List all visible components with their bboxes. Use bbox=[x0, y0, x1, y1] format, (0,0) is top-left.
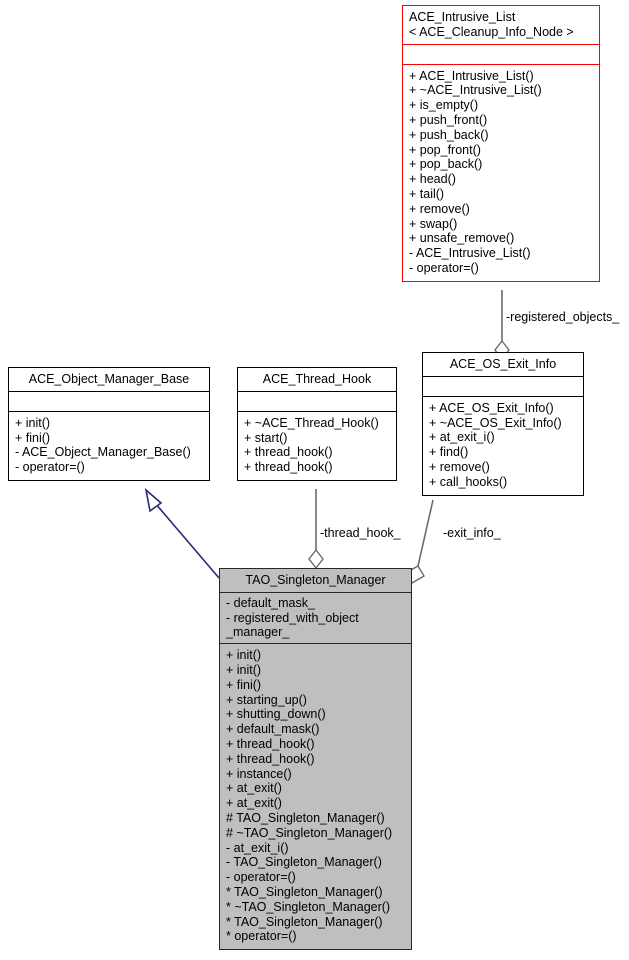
operation-item: - operator=() bbox=[15, 460, 85, 475]
operation-item: + thread_hook() bbox=[226, 736, 315, 751]
operation-item: * TAO_Singleton_Manager() bbox=[226, 884, 383, 899]
operation-item: + ~ACE_OS_Exit_Info() bbox=[429, 415, 562, 430]
attribute-item: _manager_ bbox=[226, 625, 290, 640]
operation-item: - operator=() bbox=[409, 260, 479, 275]
operation-item: + is_empty() bbox=[409, 98, 479, 113]
operation-item: + fini() bbox=[15, 430, 51, 445]
operation-item: + tail() bbox=[409, 186, 445, 201]
operation-item: + at_exit_i() bbox=[429, 430, 495, 445]
operation-item: + unsafe_remove() bbox=[409, 231, 515, 246]
operation-item: - TAO_Singleton_Manager() bbox=[226, 855, 382, 870]
class-title-ace-object-manager-base: ACE_Object_Manager_Base bbox=[9, 368, 209, 392]
attribute-item: - default_mask_ bbox=[226, 595, 315, 610]
operation-item: + fini() bbox=[226, 677, 262, 692]
operation-item: * ~TAO_Singleton_Manager() bbox=[226, 899, 391, 914]
class-box-ace-os-exit-info[interactable]: ACE_OS_Exit_Info + ACE_OS_Exit_Info() + … bbox=[422, 352, 584, 496]
operation-item: + thread_hook() bbox=[244, 460, 333, 475]
operation-item: + push_front() bbox=[409, 112, 488, 127]
operation-item: + ~ACE_Intrusive_List() bbox=[409, 83, 542, 98]
attribute-item: - registered_with_object bbox=[226, 610, 359, 625]
class-operations-ace-thread-hook: + ~ACE_Thread_Hook() + start() + thread_… bbox=[238, 412, 396, 480]
operation-item: * operator=() bbox=[226, 929, 297, 944]
operation-item: * TAO_Singleton_Manager() bbox=[226, 914, 383, 929]
class-operations-tao-singleton-manager: + init() + init() + fini() + starting_up… bbox=[220, 644, 411, 949]
class-name-line-2: < ACE_Cleanup_Info_Node > bbox=[409, 24, 574, 39]
class-title-tao-singleton-manager: TAO_Singleton_Manager bbox=[220, 569, 411, 593]
operation-item: - at_exit_i() bbox=[226, 840, 289, 855]
class-attributes-tao-singleton-manager: - default_mask_ - registered_with_object… bbox=[220, 593, 411, 645]
operation-item: + push_back() bbox=[409, 127, 489, 142]
operation-item: # ~TAO_Singleton_Manager() bbox=[226, 825, 393, 840]
operation-item: + start() bbox=[244, 430, 288, 445]
edge-label-registered-objects: -registered_objects_ bbox=[506, 310, 620, 324]
edge-registered-objects bbox=[494, 290, 510, 361]
edge-inheritance bbox=[144, 487, 220, 579]
operation-item: + call_hooks() bbox=[429, 474, 508, 489]
operation-item: + init() bbox=[226, 648, 262, 663]
class-attributes-ace-intrusive-list bbox=[403, 45, 599, 65]
operation-item: - ACE_Intrusive_List() bbox=[409, 246, 531, 261]
operation-item: + init() bbox=[226, 662, 262, 677]
operation-item: + instance() bbox=[226, 766, 292, 781]
operation-item: + pop_back() bbox=[409, 157, 483, 172]
operation-item: + at_exit() bbox=[226, 781, 282, 796]
operation-item: + default_mask() bbox=[226, 722, 320, 737]
operation-item: + ACE_Intrusive_List() bbox=[409, 68, 534, 83]
class-box-ace-object-manager-base[interactable]: ACE_Object_Manager_Base + init() + fini(… bbox=[8, 367, 210, 481]
operation-item: + ACE_OS_Exit_Info() bbox=[429, 400, 554, 415]
class-attributes-ace-os-exit-info bbox=[423, 377, 583, 397]
class-operations-ace-object-manager-base: + init() + fini() - ACE_Object_Manager_B… bbox=[9, 412, 209, 480]
class-name-line-1: ACE_Intrusive_List bbox=[409, 10, 516, 24]
class-title-ace-thread-hook: ACE_Thread_Hook bbox=[238, 368, 396, 392]
class-box-tao-singleton-manager[interactable]: TAO_Singleton_Manager - default_mask_ - … bbox=[219, 568, 412, 951]
operation-item: + shutting_down() bbox=[226, 707, 326, 722]
operation-item: - operator=() bbox=[226, 870, 296, 885]
operation-item: + starting_up() bbox=[226, 692, 307, 707]
operation-item: + thread_hook() bbox=[226, 751, 315, 766]
operation-item: + head() bbox=[409, 172, 456, 187]
class-attributes-ace-thread-hook bbox=[238, 392, 396, 412]
edge-label-exit-info: -exit_info_ bbox=[443, 526, 501, 540]
operation-item: + find() bbox=[429, 445, 469, 460]
operation-item: + thread_hook() bbox=[244, 445, 333, 460]
edge-label-thread-hook: -thread_hook_ bbox=[320, 526, 401, 540]
operation-item: + pop_front() bbox=[409, 142, 481, 157]
class-attributes-ace-object-manager-base bbox=[9, 392, 209, 412]
operation-item: + ~ACE_Thread_Hook() bbox=[244, 415, 379, 430]
operation-item: # TAO_Singleton_Manager() bbox=[226, 810, 385, 825]
operation-item: + init() bbox=[15, 415, 51, 430]
class-box-ace-thread-hook[interactable]: ACE_Thread_Hook + ~ACE_Thread_Hook() + s… bbox=[237, 367, 397, 481]
class-title-ace-os-exit-info: ACE_OS_Exit_Info bbox=[423, 353, 583, 377]
operation-item: + swap() bbox=[409, 216, 458, 231]
operation-item: + remove() bbox=[409, 201, 470, 216]
operation-item: + remove() bbox=[429, 459, 490, 474]
operation-item: - ACE_Object_Manager_Base() bbox=[15, 445, 191, 460]
class-operations-ace-intrusive-list: + ACE_Intrusive_List() + ~ACE_Intrusive_… bbox=[403, 65, 599, 281]
class-operations-ace-os-exit-info: + ACE_OS_Exit_Info() + ~ACE_OS_Exit_Info… bbox=[423, 397, 583, 495]
class-title-ace-intrusive-list: ACE_Intrusive_List< ACE_Cleanup_Info_Nod… bbox=[403, 6, 599, 45]
class-box-ace-intrusive-list[interactable]: ACE_Intrusive_List< ACE_Cleanup_Info_Nod… bbox=[402, 5, 600, 282]
operation-item: + at_exit() bbox=[226, 796, 282, 811]
